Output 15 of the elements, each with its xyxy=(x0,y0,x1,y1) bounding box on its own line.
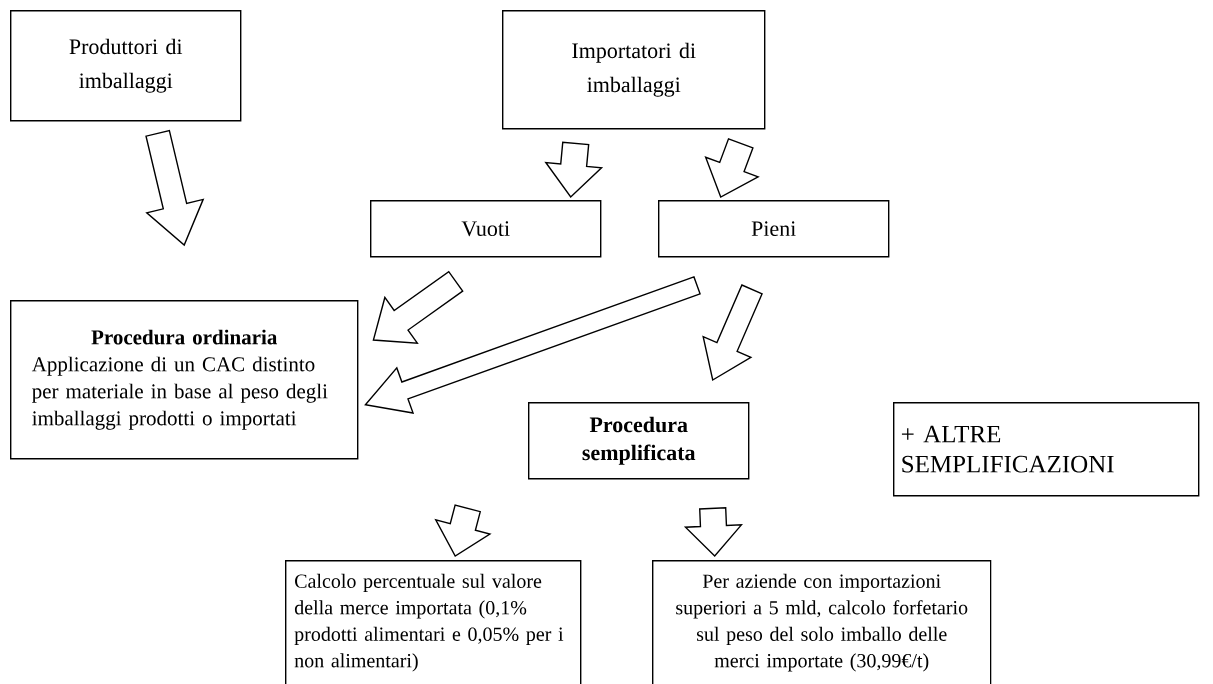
block-arrow xyxy=(434,504,492,557)
block-arrow xyxy=(683,507,743,557)
block-arrow xyxy=(372,270,464,344)
process-box: Pieni xyxy=(658,200,890,258)
process-box: Produttori di imballaggi xyxy=(10,10,242,122)
process-box: Procedura semplificata xyxy=(528,402,750,480)
process-box: Importatori di imballaggi xyxy=(502,10,766,130)
block-arrow xyxy=(544,141,604,199)
block-arrow xyxy=(145,129,205,247)
process-box: Per aziende con importazioni superiori a 5 mld, calcolo forfetario sul peso del solo imballo delle merci importate (30,99€/t) xyxy=(652,560,992,684)
block-arrow xyxy=(364,276,701,414)
process-box: Vuoti xyxy=(370,200,602,258)
process-box: Procedura ordinaria Applicazione di un CAC distinto per materiale in base al peso degli imballaggi prodotti o importati xyxy=(10,300,359,460)
note-box: + ALTRE SEMPLIFICAZIONI xyxy=(893,402,1200,497)
process-box: Calcolo percentuale sul valore della merce importata (0,1% prodotti alimentari e 0,05% per i non alimentari) xyxy=(285,560,582,684)
